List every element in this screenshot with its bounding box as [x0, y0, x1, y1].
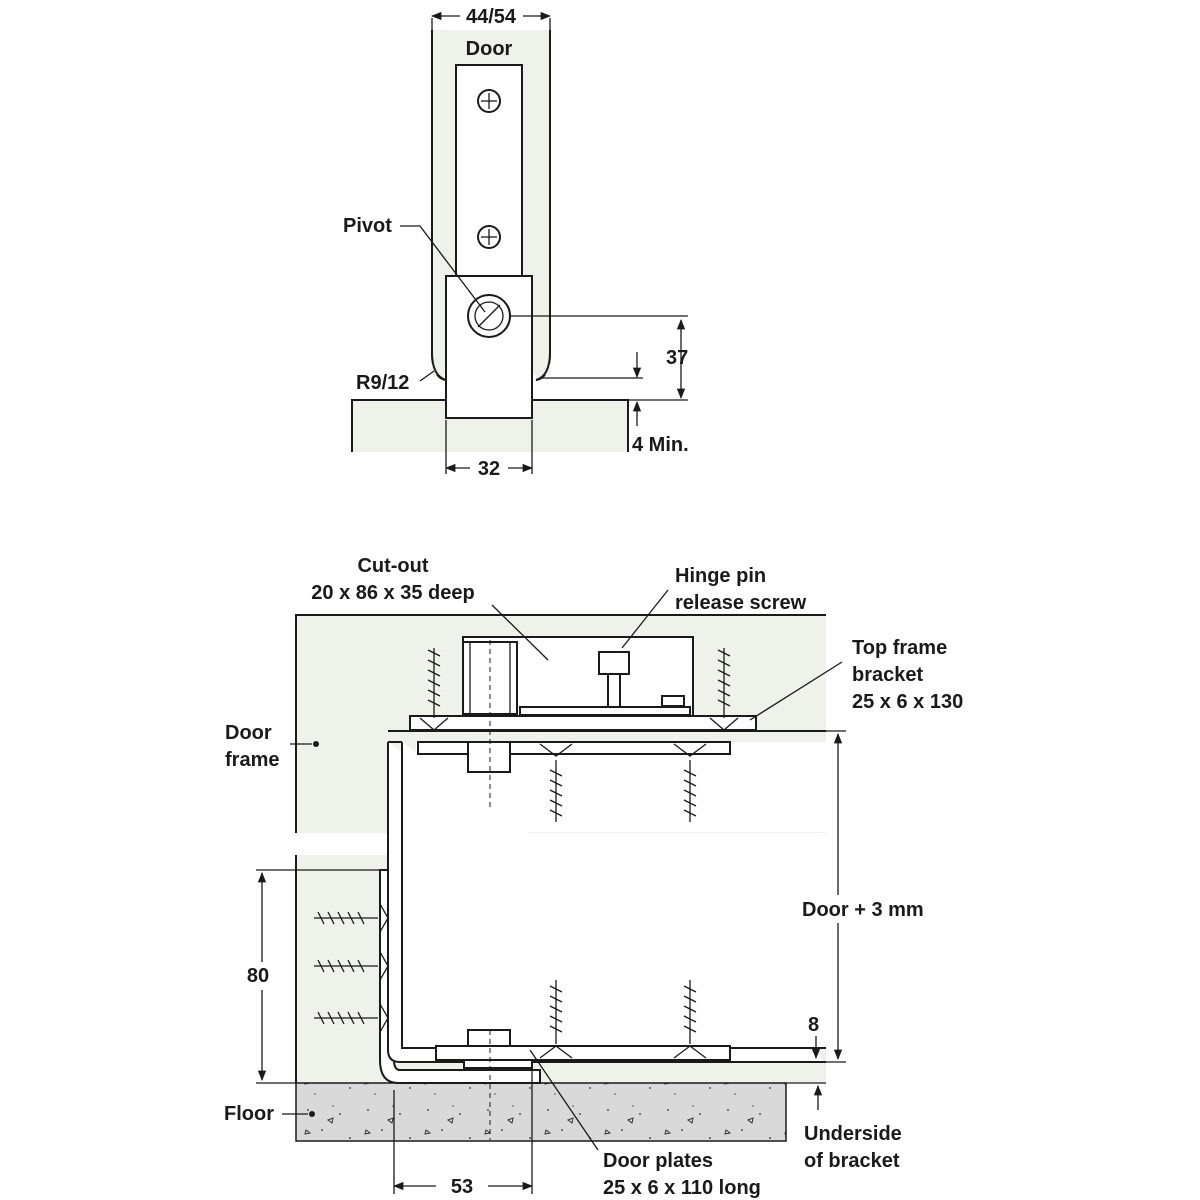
screw-icon [539, 980, 573, 1059]
screw-icon [477, 89, 501, 113]
release-screw-label-2: release screw [675, 592, 807, 614]
door-plates-label: Door plates [603, 1150, 713, 1172]
door-plates-size-label: 25 x 6 x 110 long [603, 1177, 761, 1199]
release-screw-label: Hinge pin [675, 565, 766, 587]
release-screw [598, 651, 630, 675]
top-bracket-size-label: 25 x 6 x 130 [852, 691, 963, 713]
bracket-width-label: 32 [478, 458, 500, 480]
top-bracket-label: Top frame [852, 637, 947, 659]
screw-icon [673, 743, 707, 822]
side-view: Cut-out 20 x 86 x 35 deep Hinge pin rele… [224, 555, 963, 1199]
pivot-icon [467, 294, 511, 338]
underside-label: Underside [804, 1123, 902, 1145]
door-plate-upper [417, 741, 731, 755]
floor-slab [295, 1082, 787, 1142]
screw-icon [709, 648, 739, 731]
top-view: 44/54 Door Pivot R9/12 37 4 Min. 32 [343, 6, 689, 480]
l-bracket [379, 869, 541, 1084]
height-dim-label: 37 [666, 347, 688, 369]
offset-dim-label: 8 [808, 1014, 819, 1036]
door-frame-label-2: frame [225, 749, 279, 771]
pivot-label: Pivot [343, 215, 392, 237]
radius-label: R9/12 [356, 372, 409, 394]
cutout-size-label: 20 x 86 x 35 deep [311, 582, 474, 604]
cutout-label: Cut-out [357, 555, 428, 577]
min-gap-label: 4 Min. [632, 434, 689, 456]
door-frame-label: Door [225, 722, 272, 744]
bracket-height-dim-label: 80 [247, 965, 269, 987]
screw-icon [539, 743, 573, 822]
width-dim-label: 44/54 [466, 6, 517, 28]
floor-offset-dim-label: 53 [451, 1176, 473, 1198]
floor-label: Floor [224, 1103, 274, 1125]
screw-icon [477, 225, 501, 249]
screw-icon [419, 648, 449, 731]
top-frame-bracket [409, 715, 757, 731]
top-bracket-label-2: bracket [852, 664, 923, 686]
screw-icon [314, 903, 389, 933]
door-plate-lower [435, 1045, 731, 1061]
door-height-dim-label: Door + 3 mm [802, 899, 924, 921]
screw-icon [673, 980, 707, 1059]
underside-label-2: of bracket [804, 1150, 900, 1172]
door-label: Door [466, 38, 513, 60]
screw-icon [314, 1003, 389, 1033]
screw-icon [314, 951, 389, 981]
